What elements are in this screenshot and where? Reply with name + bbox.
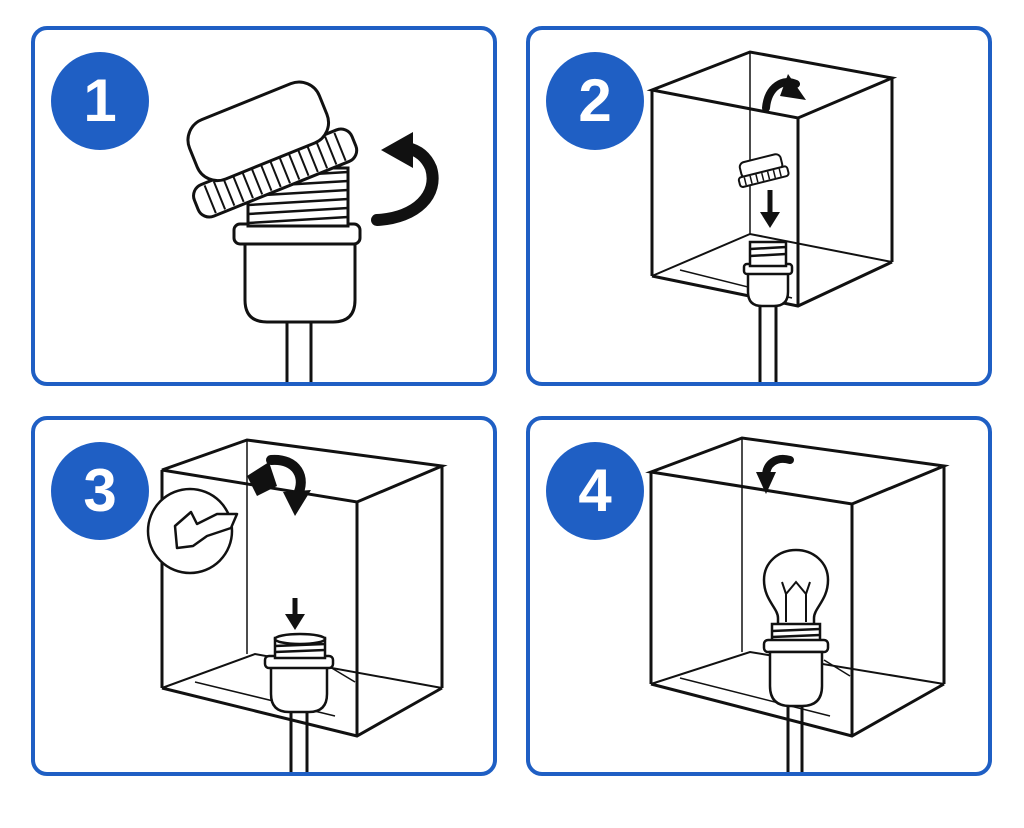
clockwise-arrow-icon: [271, 460, 311, 516]
hand-detail-icon: [148, 489, 237, 573]
lamp-stem: [788, 706, 802, 772]
step-panel-2: 2: [526, 26, 992, 386]
step-panel-1: 1: [31, 26, 497, 386]
step-number-badge: 4: [546, 442, 644, 540]
lampshade-icon: [651, 438, 944, 736]
lamp-socket-icon: [764, 624, 828, 706]
step-3-illustration: [35, 420, 493, 772]
down-arrow-icon: [760, 190, 780, 228]
light-bulb-icon: [764, 550, 828, 626]
shade-ring-icon: [167, 70, 360, 221]
clockwise-arrow-icon: [766, 74, 806, 108]
hand-icon: [247, 462, 277, 496]
lamp-stem: [760, 305, 776, 382]
lamp-stem: [287, 320, 311, 382]
lamp-socket-icon: [265, 634, 333, 712]
step-number-badge: 2: [546, 52, 644, 150]
step-number-badge: 1: [51, 52, 149, 150]
counterclockwise-arrow-icon: [377, 132, 433, 220]
down-arrow-icon: [285, 598, 305, 630]
step-panel-4: 4: [526, 416, 992, 776]
shade-ring-icon: [735, 152, 789, 187]
step-4-illustration: [530, 420, 988, 772]
step-1-illustration: [35, 30, 493, 382]
counterclockwise-arrow-icon: [756, 459, 790, 494]
step-2-illustration: [530, 30, 988, 382]
step-number-badge: 3: [51, 442, 149, 540]
step-panel-3: 3: [31, 416, 497, 776]
lamp-socket-icon: [744, 242, 792, 306]
